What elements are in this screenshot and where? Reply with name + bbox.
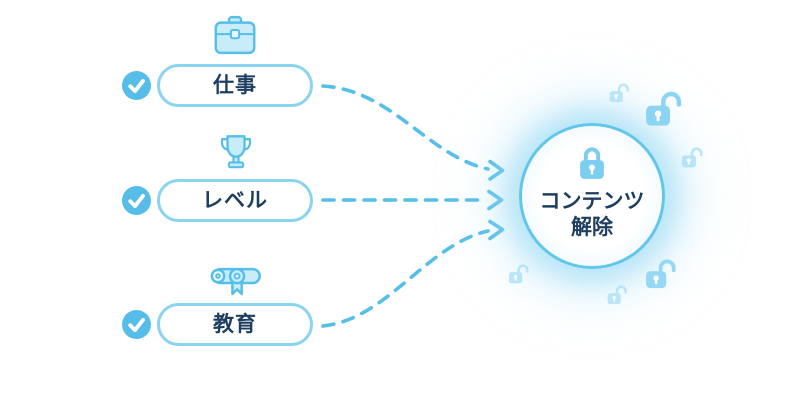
open-lock-icon [645,91,685,127]
briefcase-icon [213,14,257,56]
open-lock-icon [645,259,679,289]
content-unlock-circle: コンテンツ 解除 [519,123,665,269]
arrow-education-arrowhead [488,219,505,241]
level-pill-label: レベル [202,188,268,212]
checkmark-icon [122,186,151,215]
open-lock-icon [508,264,531,284]
checkmark-icon [122,71,151,100]
open-lock-icon [607,285,629,305]
open-lock-icon [609,83,631,103]
diploma-icon [206,264,264,299]
education-pill[interactable]: 教育 [157,303,313,346]
center-title: コンテンツ 解除 [540,188,645,240]
level-pill[interactable]: レベル [157,179,313,222]
open-lock-icon [681,147,705,168]
closed-lock-icon [580,147,604,179]
checkmark-icon [122,310,151,339]
education-pill-label: 教育 [213,312,257,336]
center-title-line1: コンテンツ [539,189,645,213]
trophy-icon [216,133,256,171]
arrow-work-to-center [321,84,490,171]
center-title-line2: 解除 [571,215,613,239]
arrow-level-arrowhead [487,189,504,211]
work-pill-label: 仕事 [213,73,257,97]
arrow-education-to-center [321,229,490,328]
arrow-work-arrowhead [488,159,505,181]
work-pill[interactable]: 仕事 [157,64,313,107]
